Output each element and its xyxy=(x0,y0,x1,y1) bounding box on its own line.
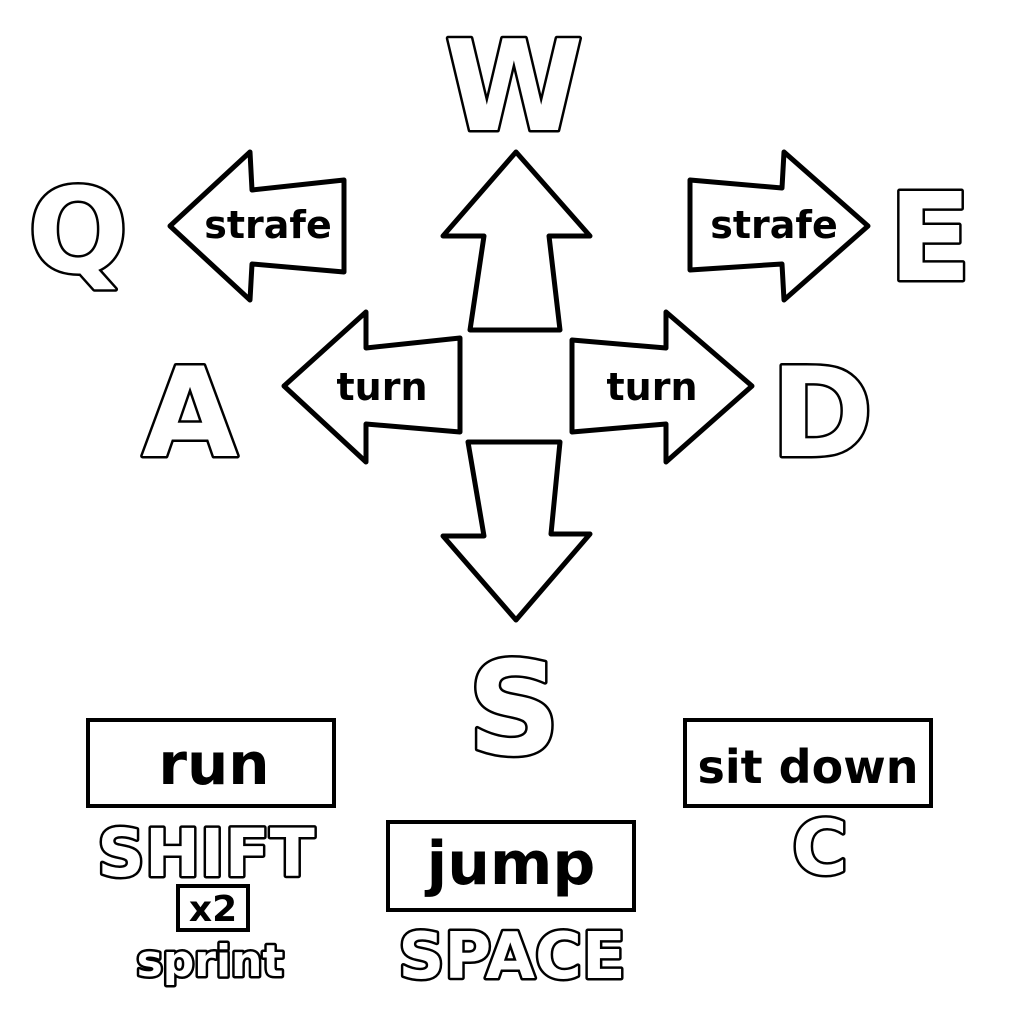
key-q: Q xyxy=(28,162,128,300)
arrow-turn-right-icon xyxy=(569,309,755,465)
key-w: W xyxy=(445,13,584,160)
key-c: C xyxy=(792,803,848,892)
key-shift: SHIFT xyxy=(97,815,314,892)
jump-label: jump xyxy=(425,829,596,899)
jump-box xyxy=(386,820,636,912)
key-space: SPACE xyxy=(398,920,625,994)
strafe-right-label: strafe xyxy=(710,203,837,247)
double-tap-box xyxy=(176,884,250,932)
arrow-strafe-right-icon xyxy=(687,149,871,303)
arrow-strafe-left-icon xyxy=(167,149,347,303)
turn-right-label: turn xyxy=(606,365,697,409)
double-tap-label: x2 xyxy=(189,889,237,930)
arrow-up-icon xyxy=(440,149,593,333)
arrow-turn-left-icon xyxy=(281,309,463,465)
sit-down-label: sit down xyxy=(698,740,919,794)
run-box xyxy=(86,718,336,808)
key-d: D xyxy=(771,342,874,486)
turn-left-label: turn xyxy=(336,365,427,409)
sprint-label: sprint xyxy=(137,936,284,987)
key-a: A xyxy=(142,342,238,486)
key-e: E xyxy=(888,167,971,309)
strafe-left-label: strafe xyxy=(204,203,331,247)
arrow-down-icon xyxy=(440,439,593,623)
key-s: S xyxy=(467,633,561,785)
run-label: run xyxy=(158,730,269,798)
sit-down-box xyxy=(683,718,933,808)
